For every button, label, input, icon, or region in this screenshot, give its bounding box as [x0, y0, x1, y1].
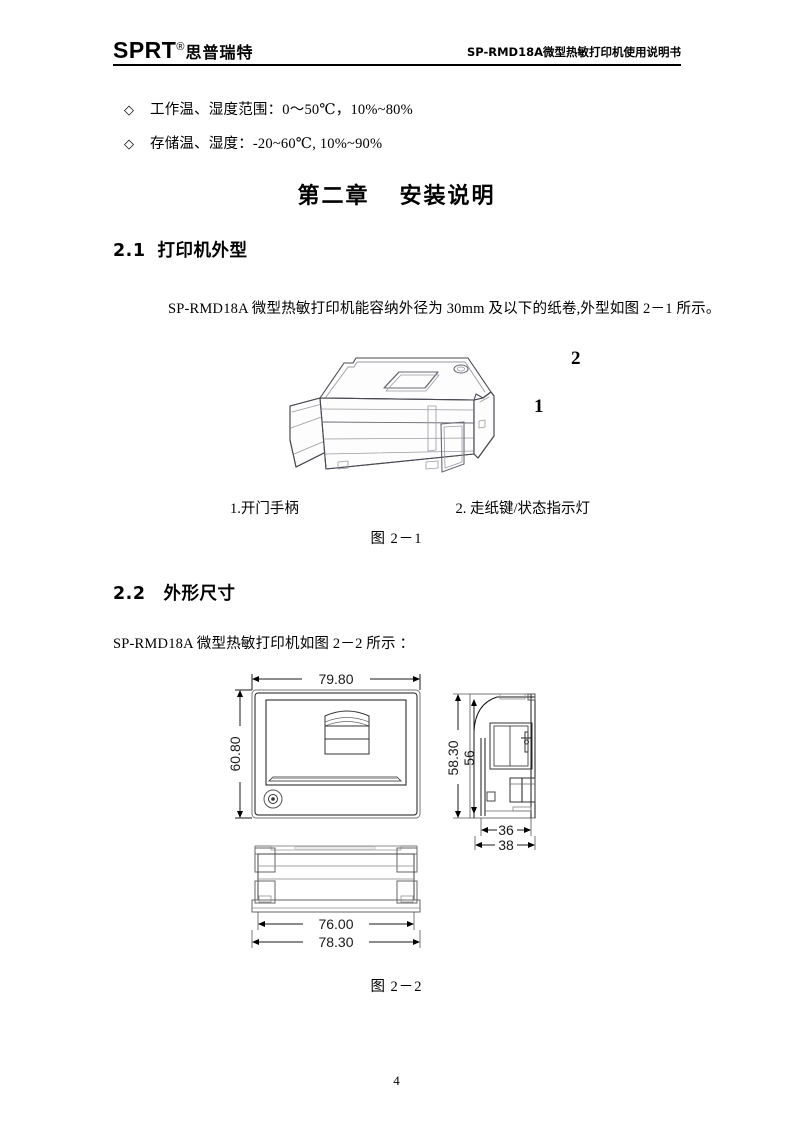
section-title: 打印机外型: [157, 241, 248, 261]
figure-2-1-legend: 1.开门手柄 2. 走纸键/状态指示灯: [230, 497, 590, 518]
front-view-drawing: [251, 845, 421, 913]
figure-2-2-caption: 图 2－2: [370, 979, 423, 995]
spec-bullet-list: ◇ 工作温、湿度范围：0～50℃，10%~80% ◇ 存储温、湿度：-20~60…: [124, 98, 684, 166]
callout-label-1: 1: [534, 396, 544, 417]
printer-outline-drawing: [289, 357, 495, 473]
section-heading-2-2: 2.2 外形尺寸: [113, 580, 236, 605]
diamond-bullet-icon: ◇: [124, 137, 134, 152]
dimension-label-76-00: 76.00: [318, 916, 353, 932]
side-view-drawing: [469, 693, 536, 819]
dimension-label-38: 38: [498, 837, 514, 853]
chapter-title: 第二章 安装说明: [0, 178, 793, 210]
dimension-label-79-80: 79.80: [318, 671, 353, 687]
dimension-label-58-30: 58.30: [445, 740, 461, 775]
dimension-label-56: 56: [461, 750, 477, 766]
list-item: ◇ 工作温、湿度范围：0～50℃，10%~80%: [124, 98, 684, 119]
dimension-side-view-depth-outer: 38: [474, 836, 536, 853]
legend-item-2: 2. 走纸键/状态指示灯: [455, 501, 590, 517]
dimension-drawings: 79.80 60.80: [225, 668, 565, 963]
dimension-side-view-depth-inner: 36: [480, 818, 532, 838]
callout-label-2: 2: [571, 348, 581, 369]
section-heading-2-1: 2.1 打印机外型: [113, 237, 248, 262]
dimension-top-view-width: 79.80: [251, 671, 421, 690]
list-item: ◇ 存储温、湿度：-20~60℃, 10%~90%: [124, 132, 684, 153]
dimension-side-view-height-inner: 56: [461, 699, 477, 814]
brand-name-chinese: 思普瑞特: [185, 43, 254, 62]
section-2-2-paragraph: SP-RMD18A 微型热敏打印机如图 2－2 所示 ：: [113, 636, 415, 652]
section-number: 2.1: [113, 241, 146, 261]
dimension-front-view-width-inner: 76.00: [257, 912, 415, 932]
list-item-label: 存储温、湿度：-20~60℃, 10%~90%: [150, 136, 383, 152]
list-item-label: 工作温、湿度范围：0～50℃，10%~80%: [150, 102, 413, 118]
page-header: SPRT®思普瑞特 SP-RMD18A微型热敏打印机使用说明书: [113, 30, 681, 66]
section-2-1-paragraph: SP-RMD18A 微型热敏打印机能容纳外径为 30mm 及以下的纸卷,外型如图…: [168, 301, 721, 317]
section-number: 2.2: [113, 584, 146, 604]
dimension-label-60-80: 60.80: [227, 736, 243, 771]
top-view-drawing: [251, 689, 421, 819]
dimension-side-view-height-outer: 58.30: [445, 693, 470, 819]
dimension-label-78-30: 78.30: [318, 934, 353, 950]
chapter-number: 第二章: [297, 184, 370, 209]
page-number: 4: [393, 1073, 400, 1088]
header-document-title: SP-RMD18A微型热敏打印机使用说明书: [466, 45, 681, 59]
brand-name-latin: SPRT: [113, 37, 177, 63]
chapter-name: 安装说明: [399, 184, 496, 209]
printer-3d-illustration: [278, 336, 538, 486]
technical-dimension-svg: 79.80 60.80: [227, 671, 536, 950]
dimension-top-view-height: 60.80: [227, 689, 252, 819]
legend-item-1: 1.开门手柄: [230, 501, 299, 517]
diamond-bullet-icon: ◇: [124, 103, 134, 118]
brand-logo: SPRT®思普瑞特: [113, 39, 253, 64]
section-title: 外形尺寸: [163, 584, 236, 604]
dimension-front-view-width-outer: 78.30: [251, 930, 421, 950]
figure-2-1-caption: 图 2－1: [370, 531, 423, 547]
registered-trademark-icon: ®: [176, 41, 185, 53]
dimension-label-36: 36: [498, 822, 514, 838]
